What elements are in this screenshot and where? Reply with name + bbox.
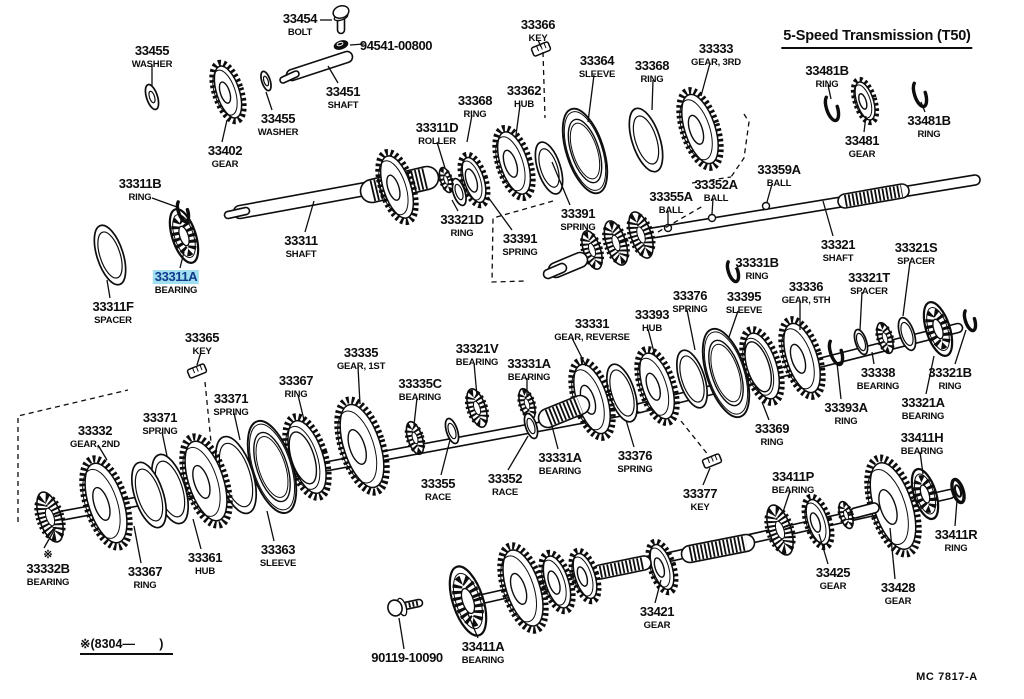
leader-line [179, 251, 185, 269]
drawing-number: MC 7817-A [916, 671, 978, 683]
leader-line [106, 279, 111, 299]
leader-line [161, 431, 168, 457]
leader-line [551, 161, 571, 206]
leader-line [822, 200, 834, 237]
leader-line [711, 198, 714, 215]
applicability-note: ※(8304— ) [80, 636, 174, 655]
leader-line [440, 439, 451, 476]
leader-line [782, 490, 791, 513]
leader-line [587, 74, 595, 123]
leader-line [919, 451, 924, 475]
leader-line [97, 444, 108, 461]
diagram-title: 5-Speed Transmission (T50) [781, 28, 973, 49]
leader-line [859, 291, 863, 331]
leader-line [920, 101, 926, 113]
leader-line [297, 394, 305, 421]
leader-line [863, 115, 867, 133]
leader-line [728, 310, 739, 338]
leader-line [398, 617, 405, 650]
leader-line [827, 84, 832, 100]
leader-line [954, 329, 967, 365]
leader-line [954, 499, 958, 527]
leader-line [625, 419, 635, 448]
group-dash-line [691, 176, 732, 184]
leader-line [43, 526, 57, 549]
leader-line [686, 309, 696, 351]
leader-line [451, 199, 459, 212]
leader-line [436, 141, 446, 169]
group-dash-line [204, 381, 212, 443]
leader-line [133, 525, 142, 564]
leader-line [871, 351, 875, 365]
leader-line [515, 104, 521, 136]
leader-line [818, 533, 829, 565]
leader-line [265, 91, 273, 111]
leader-line [651, 79, 654, 111]
group-dash-line [17, 389, 129, 522]
leader-line [925, 355, 935, 395]
leader-line [151, 197, 178, 208]
leader-line [647, 328, 656, 357]
leader-line [734, 263, 743, 270]
leader-line [766, 183, 773, 203]
leader-line [702, 467, 711, 486]
leader-line [654, 579, 662, 604]
leader-line [507, 435, 529, 471]
leader-line [487, 196, 513, 231]
leader-line [700, 62, 711, 97]
leader-line [221, 119, 228, 143]
group-dash-line [730, 113, 750, 178]
group-dash-line [680, 420, 710, 457]
leader-line [304, 200, 315, 233]
leader-line [889, 527, 896, 580]
leader-line [413, 397, 418, 426]
leader-line [761, 401, 770, 421]
leader-line [192, 518, 202, 550]
leader-line [349, 43, 365, 46]
leader-line [467, 613, 479, 639]
leader-line [233, 412, 241, 441]
leader-line [473, 362, 478, 397]
leader-line [327, 65, 339, 84]
leader-line [266, 510, 275, 542]
leader-line [902, 261, 911, 317]
leader-line [836, 362, 842, 400]
leader-line [537, 39, 542, 48]
group-dash-line [542, 51, 546, 119]
leader-line [357, 366, 361, 405]
leader-line [466, 114, 473, 143]
leader-line [551, 425, 559, 450]
leader-line [571, 337, 587, 367]
leader-line [196, 351, 202, 366]
group-dash-line [491, 200, 554, 283]
